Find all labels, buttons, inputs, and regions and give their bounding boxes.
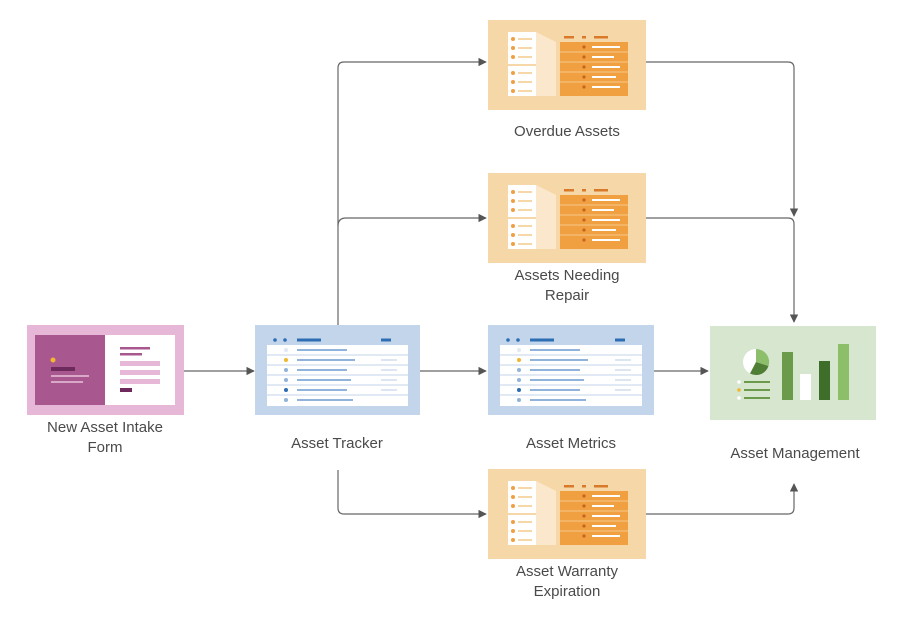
report-icon xyxy=(488,173,646,263)
label-asset-warranty-expiration: Asset Warranty Expiration xyxy=(516,563,618,600)
node-overdue-assets xyxy=(488,20,646,110)
node-asset-management xyxy=(710,326,876,420)
arrow-tracker-to-warranty xyxy=(337,470,487,519)
node-asset-warranty-expiration xyxy=(488,469,646,559)
dashboard-icon xyxy=(710,326,876,420)
node-intake-form xyxy=(27,325,184,415)
sheet-icon xyxy=(255,325,420,415)
label-asset-management: Asset Management xyxy=(730,445,860,462)
sheet-icon xyxy=(488,325,654,415)
label-asset-tracker: Asset Tracker xyxy=(291,435,383,452)
arrow-overdue-to-management xyxy=(646,61,799,217)
report-icon xyxy=(488,469,646,559)
node-asset-metrics xyxy=(488,325,654,415)
label-asset-metrics: Asset Metrics xyxy=(525,435,616,452)
label-assets-needing-repair: Assets Needing Repair xyxy=(514,267,620,304)
arrow-tracker-to-repair xyxy=(337,213,487,227)
arrow-repair-to-management xyxy=(646,217,799,323)
node-assets-needing-repair xyxy=(488,173,646,263)
arrow-tracker-to-overdue xyxy=(337,57,487,326)
label-intake-form: New Asset Intake Form xyxy=(47,419,163,456)
form-icon xyxy=(27,325,184,415)
report-icon xyxy=(488,20,646,110)
arrow-warranty-to-management xyxy=(646,483,799,515)
node-asset-tracker xyxy=(255,325,420,415)
label-overdue-assets: Overdue Assets xyxy=(514,123,620,140)
